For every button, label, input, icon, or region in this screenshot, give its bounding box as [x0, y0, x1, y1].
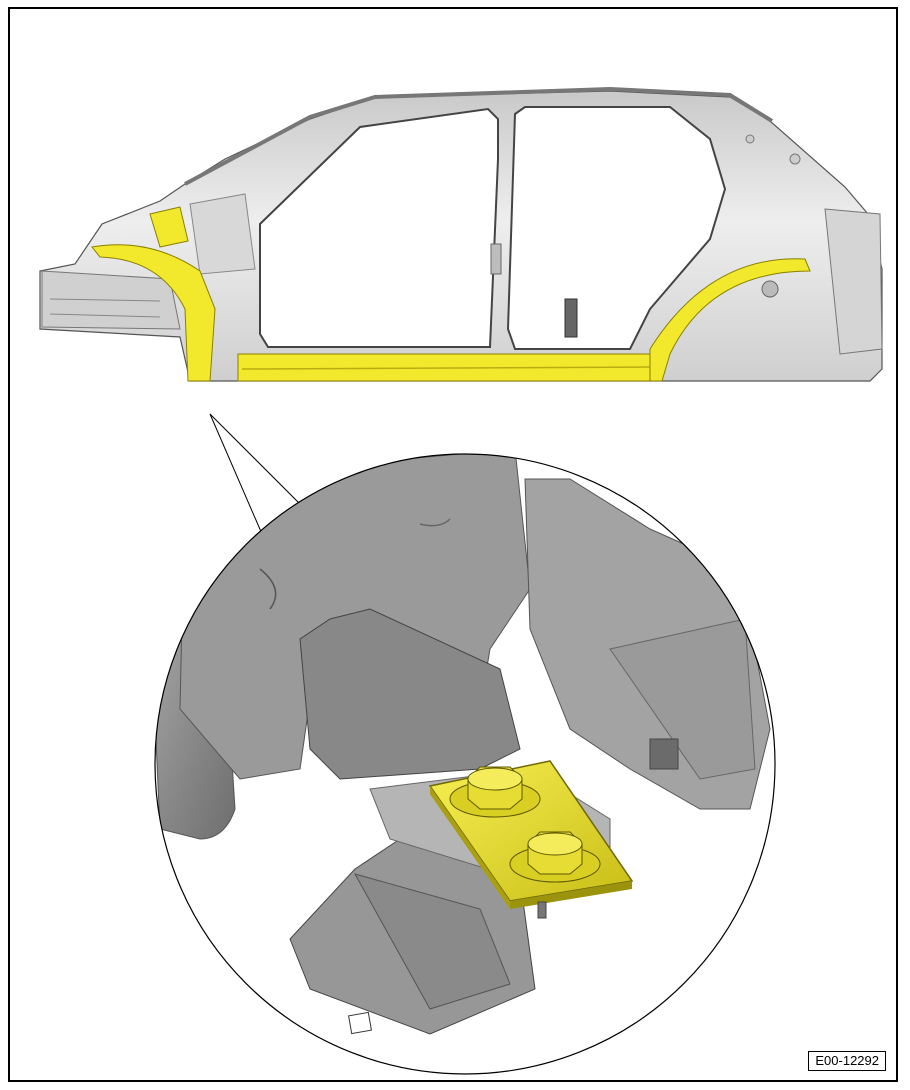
car-body-side-panel — [39, 86, 883, 382]
repair-diagram — [39, 86, 883, 1075]
upper-bolt — [449, 766, 541, 818]
figure-frame: E00-12292 — [8, 7, 898, 1082]
callout-leader-lines — [209, 413, 301, 535]
figure-reference-code: E00-12292 — [808, 1051, 886, 1071]
bolted-reinforcement-plate — [428, 760, 634, 919]
lower-bolt — [509, 831, 601, 883]
highlighted-repair-sections — [91, 206, 811, 382]
detail-view-circle — [154, 453, 776, 1075]
